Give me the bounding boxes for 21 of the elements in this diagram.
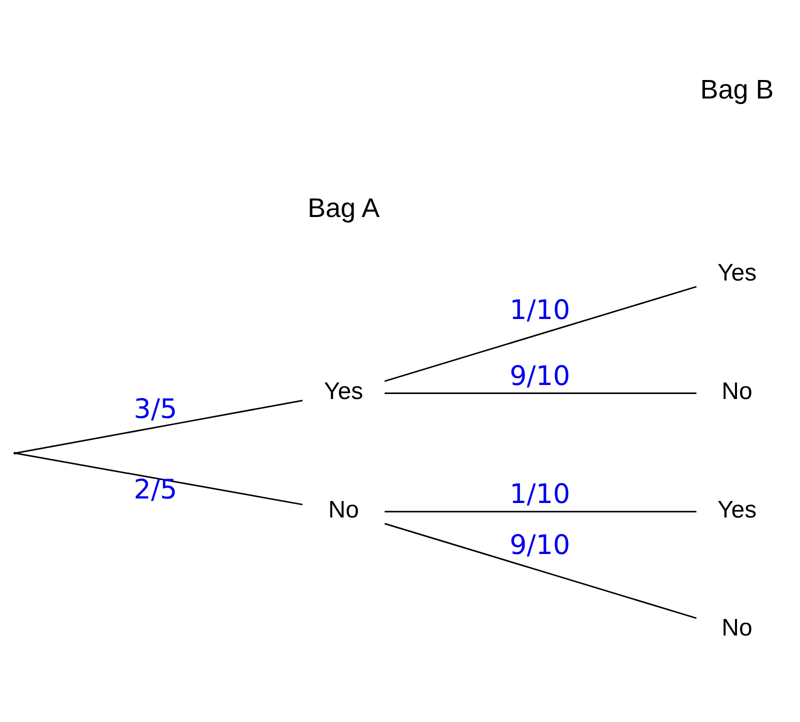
- connector: [15, 400, 303, 454]
- connector: [384, 510, 696, 512]
- edge-label: 9/10: [510, 530, 570, 562]
- connector: [384, 522, 697, 619]
- label: Bag B: [700, 74, 774, 105]
- connector: [15, 452, 303, 506]
- node-text: No: [722, 614, 752, 642]
- edge-label: 1/10: [510, 479, 570, 510]
- edge-label: 3/5: [134, 394, 178, 425]
- label: Bag A: [308, 192, 380, 223]
- node-text: Yes: [717, 496, 757, 524]
- node-text: No: [722, 378, 752, 405]
- node-point: [14, 452, 16, 454]
- edge-label: 9/10: [510, 360, 570, 392]
- connector: [384, 286, 697, 382]
- connector: [384, 392, 696, 394]
- edge-label: 1/10: [510, 294, 570, 326]
- node-text: Yes: [324, 378, 364, 405]
- edge-label: 2/5: [134, 474, 178, 506]
- node-text: No: [328, 496, 359, 524]
- node-text: Yes: [717, 260, 757, 287]
